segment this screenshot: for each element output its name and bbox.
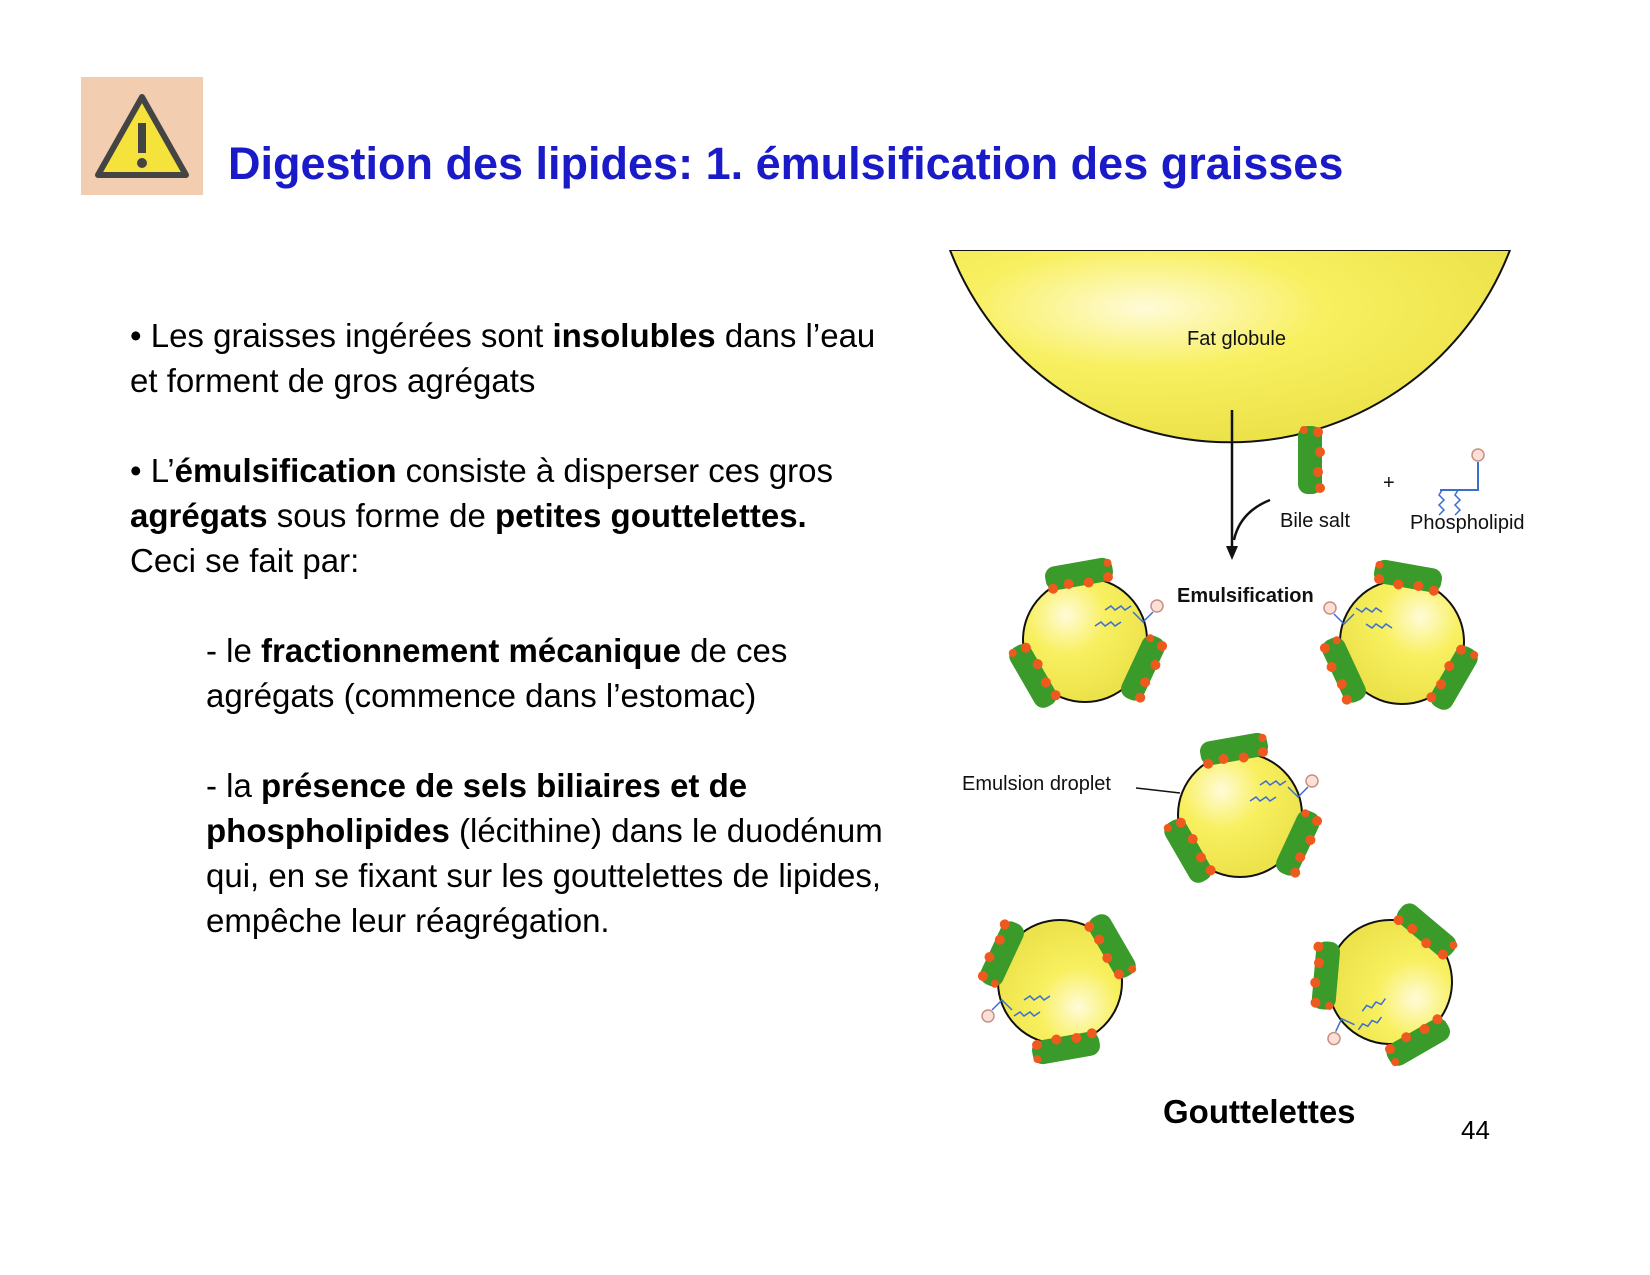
emulsification-label: Emulsification <box>1177 585 1314 607</box>
sub-item-mecanique: - le fractionnement mécanique de ces agr… <box>206 632 788 714</box>
slide-body: • Les graisses ingérées sont insolubles … <box>130 313 890 943</box>
bile-salt-label: Bile salt <box>1280 510 1351 532</box>
diagram-caption: Gouttelettes <box>1163 1093 1356 1130</box>
plus-sign: + <box>1383 472 1395 494</box>
page-number: 44 <box>1461 1115 1490 1145</box>
diagram-graphic <box>948 249 1512 1070</box>
slide-title: Digestion des lipides: 1. émulsification… <box>228 138 1344 189</box>
bullet-insolubles: • Les graisses ingérées sont insolubles … <box>130 317 876 399</box>
phospholipid-label: Phospholipid <box>1410 512 1525 534</box>
warning-icon-box <box>81 77 203 195</box>
sub-item-sels-biliaires: - la présence de sels biliaires et de ph… <box>206 767 883 939</box>
warning-icon <box>95 94 189 178</box>
bullet-ceci: Ceci se fait par: <box>130 542 360 579</box>
emulsification-diagram: Fat globule Bile salt + Phospholipid Emu… <box>940 249 1560 1070</box>
bullet-emulsification: • L’émulsification consiste à disperser … <box>130 452 834 534</box>
fat-globule-label: Fat globule <box>1187 328 1286 350</box>
emulsion-droplet-label: Emulsion droplet <box>962 773 1111 795</box>
